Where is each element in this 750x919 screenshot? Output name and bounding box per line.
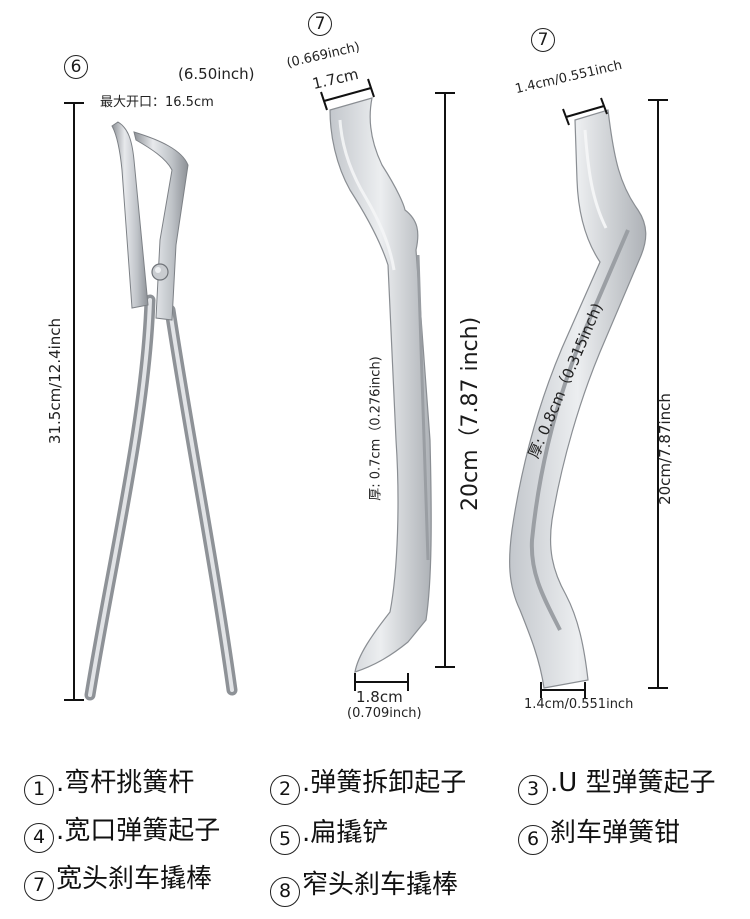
- legend-number-3: 3: [518, 774, 548, 805]
- narrow-bar-top-width-dimension: [562, 97, 608, 126]
- narrow-bar-bottom-width-dimension: [540, 682, 586, 698]
- narrow-bar-length-dimension: [648, 99, 668, 689]
- narrow-bar-length-label: 20cm/7.87inch: [656, 393, 674, 505]
- pliers-opening-inch: (6.50inch): [178, 65, 255, 83]
- pliers-number: 6: [64, 55, 88, 79]
- wide-bar-length-dimension: [435, 92, 455, 668]
- legend-text-8: 窄头刹车撬棒: [302, 870, 459, 900]
- wide-bar-number-badge: 7: [308, 12, 332, 36]
- legend-item-4: 4.宽口弹簧起子: [24, 810, 220, 853]
- legend-item-5: 5.扁撬铲: [270, 812, 388, 855]
- wide-bar-bottom-width-dimension: [354, 673, 409, 691]
- legend-number-4: 4: [24, 822, 54, 853]
- legend-number-8: 8: [270, 876, 300, 907]
- wide-bar-number: 7: [308, 12, 332, 36]
- pliers-number-badge: 6: [64, 55, 88, 79]
- pliers-length-dimension: [64, 102, 84, 701]
- legend-text-1: .弯杆挑簧杆: [56, 768, 195, 798]
- narrow-bar-bottom-width: 1.4cm/0.551inch: [524, 697, 634, 712]
- legend-number-5: 5: [270, 824, 300, 855]
- narrow-bar-number-badge: 7: [531, 28, 555, 52]
- wide-bar-top-width-dimension: [320, 78, 375, 111]
- legend-number-2: 2: [270, 774, 300, 805]
- pliers-length-label: 31.5cm/12.4inch: [46, 317, 64, 445]
- legend-text-7: 宽头刹车撬棒: [56, 864, 213, 894]
- wide-bar-length-label: 20cm（7.87 inch): [458, 316, 483, 511]
- wide-head-pry-bar-image: [329, 97, 432, 673]
- legend-text-4: .宽口弹簧起子: [56, 816, 221, 846]
- legend-item-1: 1.弯杆挑簧杆: [24, 762, 194, 805]
- legend-text-6: 刹车弹簧钳: [550, 818, 681, 848]
- legend-number-1: 1: [24, 774, 54, 805]
- legend-text-2: .弹簧拆卸起子: [302, 768, 467, 798]
- legend-item-3: 3.U 型弹簧起子: [518, 762, 716, 805]
- narrow-pry-bar-image: [509, 109, 647, 689]
- pliers-max-opening: 最大开口：16.5cm: [100, 95, 214, 110]
- legend-text-5: .扁撬铲: [302, 818, 389, 848]
- wide-bar-thickness: 厚: 0.7cm（0.276inch): [368, 356, 384, 501]
- narrow-bar-number: 7: [531, 28, 555, 52]
- brake-spring-pliers-image: [84, 121, 238, 701]
- wide-bar-bottom-inch: (0.709inch): [347, 706, 422, 721]
- legend-number-7: 7: [24, 870, 54, 901]
- wide-bar-bottom-cm: 1.8cm: [356, 688, 403, 706]
- legend-number-6: 6: [518, 824, 548, 855]
- legend-text-3: .U 型弹簧起子: [550, 768, 716, 798]
- legend-item-2: 2.弹簧拆卸起子: [270, 762, 466, 805]
